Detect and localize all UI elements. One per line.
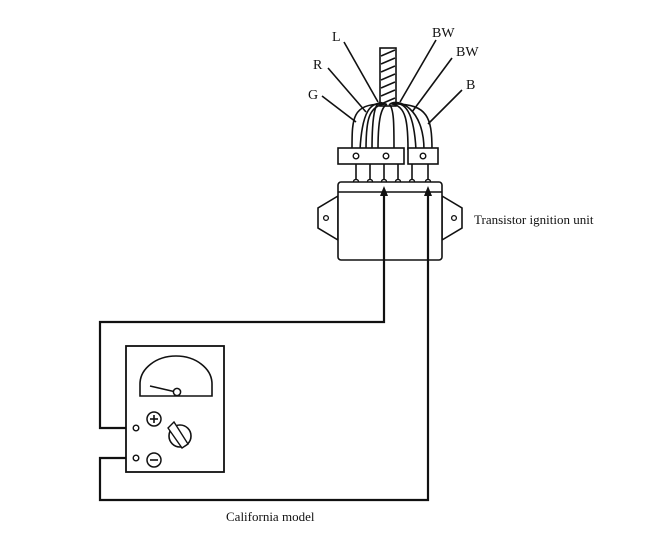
wire-harness	[351, 101, 433, 151]
label-leaders	[321, 39, 463, 125]
wire-label-l: L	[332, 30, 341, 45]
cable-bundle	[379, 47, 397, 107]
caption: California model	[226, 509, 315, 524]
wire-label-r: R	[313, 58, 323, 73]
connector-clamp-right	[407, 147, 439, 165]
connector-clamp-left	[337, 147, 405, 165]
wire-label-g: G	[308, 88, 318, 103]
unit-label: Transistor ignition unit	[474, 212, 594, 227]
wire-label-bw2: BW	[456, 45, 479, 60]
test-lead-positive	[98, 196, 386, 430]
wire-label-bw1: BW	[432, 26, 455, 41]
test-lead-negative	[98, 196, 430, 502]
test-meter	[125, 345, 225, 473]
transistor-ignition-unit	[317, 181, 463, 261]
probe-arrows	[380, 186, 432, 196]
wire-label-b: B	[466, 78, 475, 93]
